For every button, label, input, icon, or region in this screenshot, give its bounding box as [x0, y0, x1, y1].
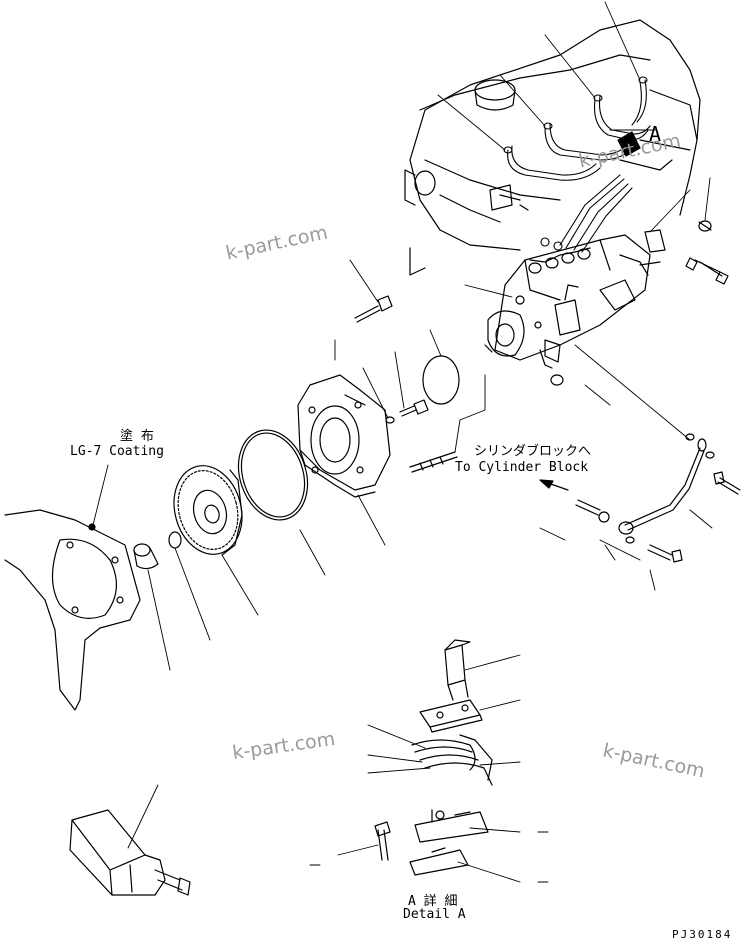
special-tool: [70, 810, 190, 895]
coating-label-en: LG-7 Coating: [70, 444, 164, 459]
detail-label-en: Detail A: [403, 907, 466, 922]
o-ring-upper: [423, 356, 459, 404]
oil-pipe: [576, 434, 740, 562]
direction-arrow-head: [540, 480, 553, 488]
engine-block: [405, 20, 700, 275]
pump-flange: [298, 375, 390, 497]
detail-label-jp: A 詳 細: [408, 894, 458, 909]
drawing-number: PJ30184: [672, 928, 733, 941]
collar: [134, 544, 158, 569]
view-arrow: [618, 132, 640, 156]
gasket-ring: [227, 421, 318, 529]
injection-pipes: [504, 77, 650, 252]
cylinder-label-jp: シリンダブロックへ: [474, 444, 592, 459]
gear-housing-cover: [5, 510, 140, 710]
injection-pump: [485, 235, 660, 368]
coating-label-jp: 塗 布: [120, 429, 154, 444]
detail-a-assembly: [375, 640, 492, 875]
washer: [169, 532, 181, 548]
drive-gear: [164, 458, 251, 562]
small-bolt: [386, 400, 428, 423]
cylinder-label-en: To Cylinder Block: [455, 460, 589, 475]
nut: [551, 375, 563, 385]
view-letter: A: [649, 122, 662, 146]
leader-lines: [93, 2, 712, 882]
cylinder-stud: [410, 452, 457, 472]
pump-bracket: [645, 221, 728, 284]
stud-bolt: [355, 296, 392, 322]
